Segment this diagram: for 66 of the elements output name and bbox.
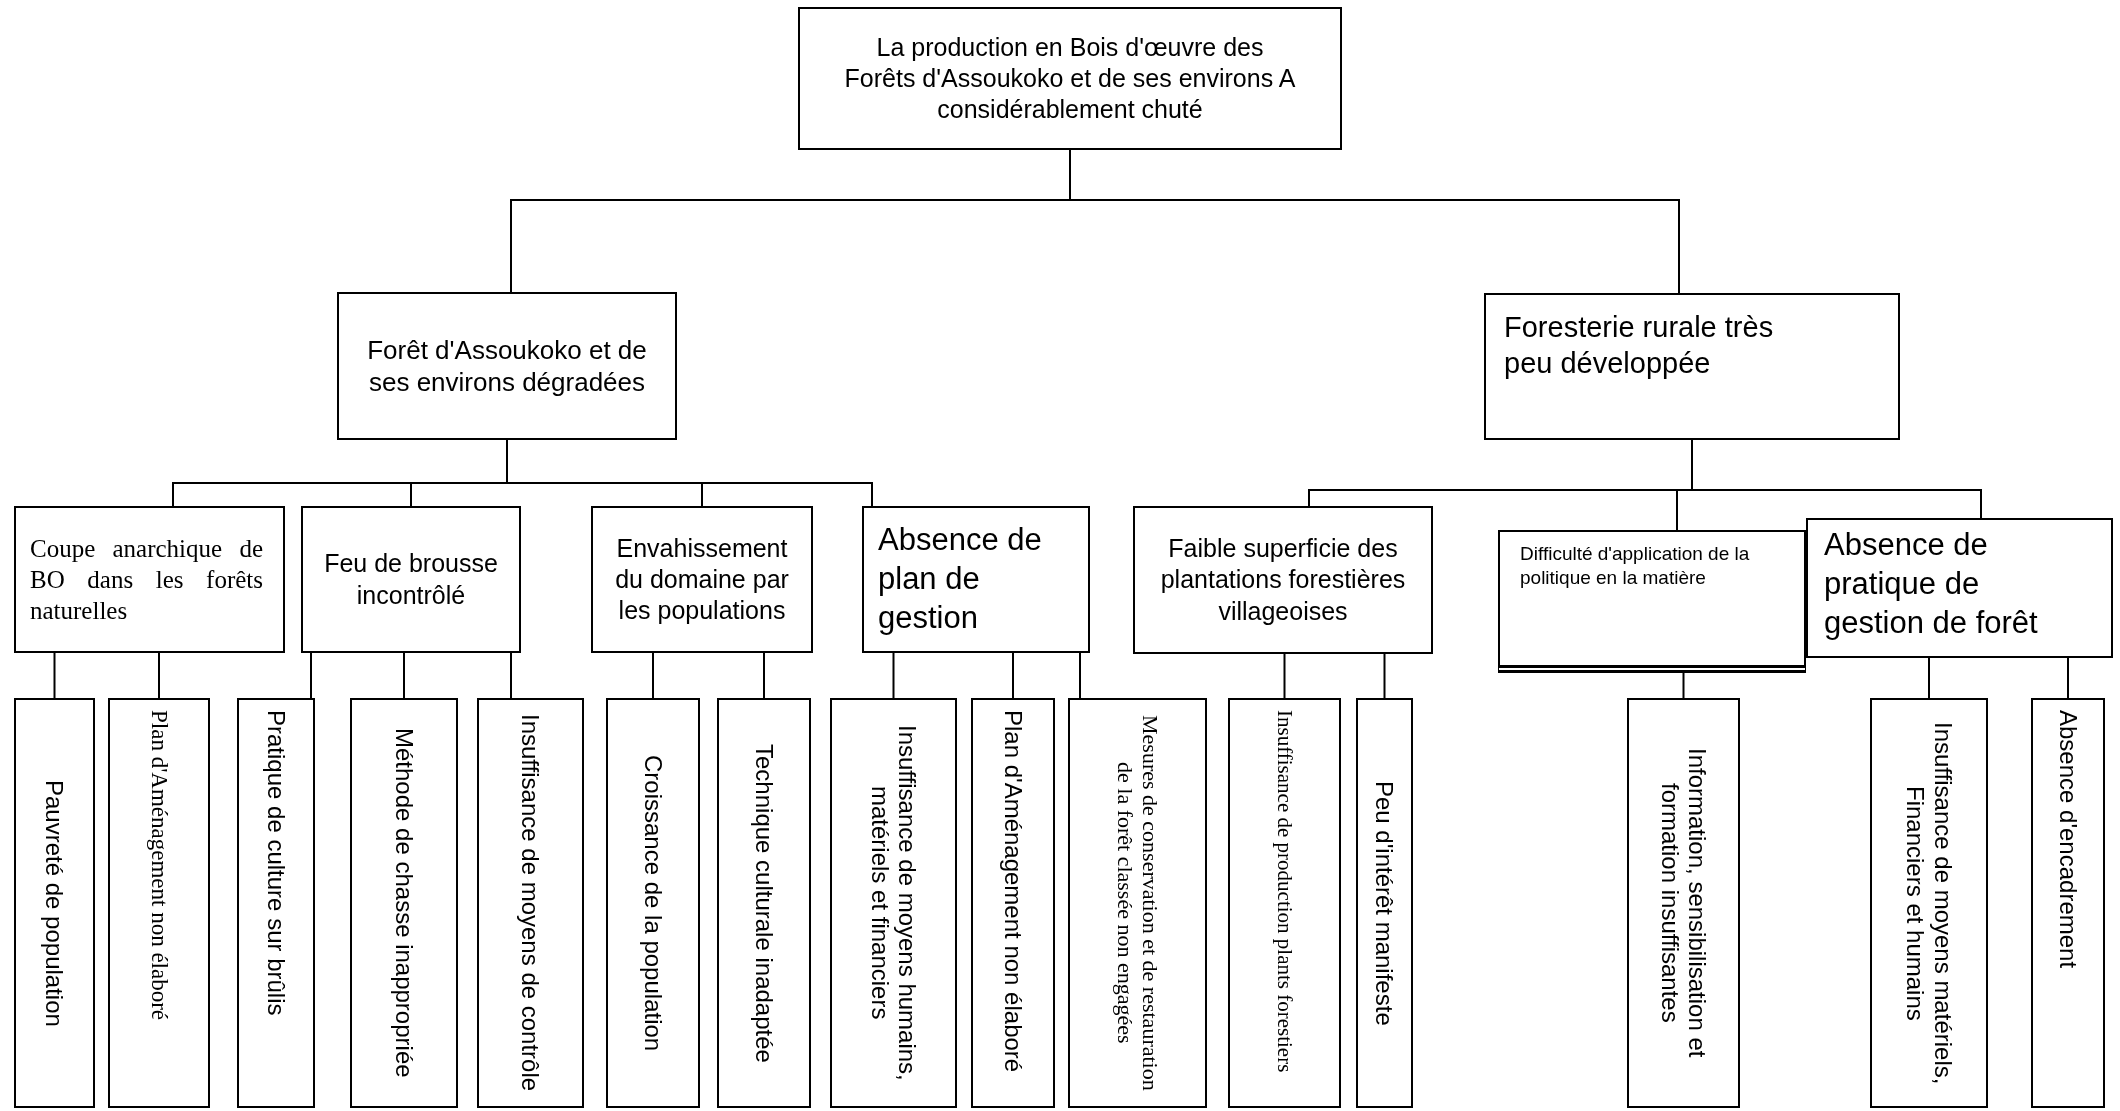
connector-line: [310, 652, 312, 699]
box: [477, 698, 584, 1108]
box: [1484, 293, 1900, 440]
box: [1068, 698, 1207, 1108]
box: [1870, 698, 1988, 1108]
node-text: La production en Bois d'œuvre des Forêts d'Assoukoko et de ses environs A considérablement chuté: [843, 31, 1297, 126]
node-text: Information, sensibilisation et formation insuffisantes: [1655, 747, 1712, 1060]
connector-line: [892, 652, 895, 699]
node-text: Insuffisance de moyens humains, matériels et financiers: [865, 724, 922, 1083]
box: [606, 698, 700, 1108]
box: [14, 506, 285, 653]
box: [337, 292, 677, 440]
box: [1133, 506, 1433, 654]
node-text: Envahissement du domaine par les populations: [614, 532, 790, 627]
connector-line: [1682, 672, 1685, 699]
node-text: Pratique de culture sur brûlis: [262, 710, 290, 1016]
connector-line: [53, 652, 56, 699]
node-text: Forêt d'Assoukoko et de ses environs dégradées: [366, 333, 648, 399]
box: [350, 698, 458, 1108]
node-text: Absence de plan de gestion: [878, 521, 1043, 637]
node-text: Peu d'intérêt manifeste: [1370, 780, 1399, 1026]
connector-line: [1079, 652, 1081, 699]
node-text: Foresterie rurale très peu développée: [1504, 310, 1775, 382]
connector-line: [1928, 657, 1930, 699]
node-text: Méthode de chasse inappropriée: [390, 728, 418, 1078]
node-text: Croissance de la population: [639, 754, 667, 1052]
connector-line: [1691, 439, 1982, 519]
connector-line: [403, 652, 405, 699]
node-text: Absence d'encadrement: [2054, 710, 2082, 969]
box: [2031, 698, 2105, 1108]
box: [1228, 698, 1341, 1108]
box: [108, 698, 210, 1108]
connector-line: [158, 652, 160, 699]
node-text: Coupe anarchique de BO dans les forêts naturelles: [30, 533, 263, 627]
box: [237, 698, 315, 1108]
node-text: Faible superficie des plantations forestières villageoises: [1159, 533, 1407, 627]
connector-line: [1283, 653, 1286, 699]
box: [798, 7, 1342, 150]
box: [717, 698, 811, 1108]
connector-line: [1012, 652, 1014, 699]
node-text: Insuffisance de production plants forestiers: [1272, 710, 1297, 1073]
node-text: Insuffisance de moyens matériels, Financiers et humains: [1901, 720, 1957, 1087]
connector-line: [1383, 653, 1386, 699]
node-text: Feu de brousse incontrôlé: [323, 548, 499, 611]
node-text: Plan d'Aménagement non élaboré: [999, 710, 1027, 1073]
connector-line: [2067, 657, 2069, 699]
box: [1806, 518, 2113, 658]
box: [591, 506, 813, 653]
node-text: Absence de pratique de gestion de forêt: [1824, 526, 2039, 642]
node-text: Mesures de conservation et de restauration de la forêt classée non engagées: [1112, 714, 1163, 1093]
box: [14, 698, 95, 1108]
node-text: Technique culturale inadaptée: [750, 743, 778, 1063]
node-text: Insuffisance de moyens de contrôle: [516, 714, 545, 1092]
node-text: Plan d'Aménagement non élaboré: [146, 710, 173, 1021]
box: [301, 506, 521, 653]
box: [1627, 698, 1740, 1108]
box: [1498, 530, 1806, 673]
node-text: Difficulté d'application de la politique en la matière: [1520, 542, 1751, 590]
box: [971, 698, 1055, 1108]
box: [1356, 698, 1413, 1108]
node-text: Pauvreté de population: [40, 779, 69, 1027]
connector-line: [652, 652, 654, 699]
connector-line: [763, 652, 765, 699]
box: [830, 698, 957, 1108]
connector-line: [510, 652, 512, 699]
box: [862, 506, 1090, 653]
